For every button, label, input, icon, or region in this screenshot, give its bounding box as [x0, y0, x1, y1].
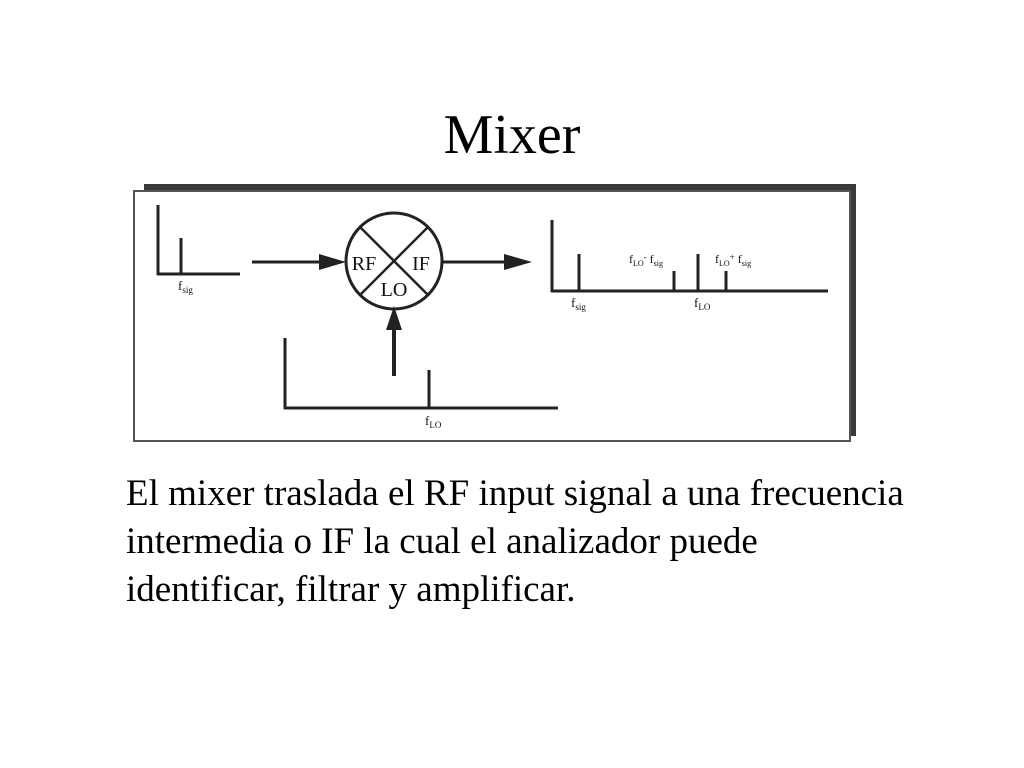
mixer-rf-label: RF: [352, 253, 376, 275]
mixer-diagram: fsig RF IF LO fLO fsig: [133, 184, 856, 442]
output-flo-label: fLO: [694, 295, 711, 312]
diagram-frame: [133, 190, 851, 442]
lo-arrowhead: [386, 306, 402, 330]
slide-title: Mixer: [443, 104, 581, 166]
lo-spectrum: fLO: [283, 338, 558, 430]
mixer-symbol: RF IF LO: [344, 211, 444, 311]
input-spectrum: fsig: [156, 205, 240, 295]
lo-flo-label: fLO: [425, 413, 442, 430]
output-diff-label: fLO-fsig: [629, 252, 663, 268]
rf-arrowhead: [319, 254, 346, 270]
mixer-lo-label: LO: [381, 279, 408, 301]
output-spectrum: fsig fLO fLO-fsig fLO+fsig: [550, 220, 828, 312]
mixer-if-label: IF: [412, 253, 430, 275]
mixer-cross-b: [359, 226, 429, 296]
input-fsig-label: fsig: [178, 278, 193, 295]
if-arrowhead: [504, 254, 532, 270]
output-sum-label: fLO+fsig: [715, 252, 751, 268]
slide-body-text: El mixer traslada el RF input signal a u…: [126, 473, 904, 610]
output-fsig-label: fsig: [571, 295, 586, 312]
